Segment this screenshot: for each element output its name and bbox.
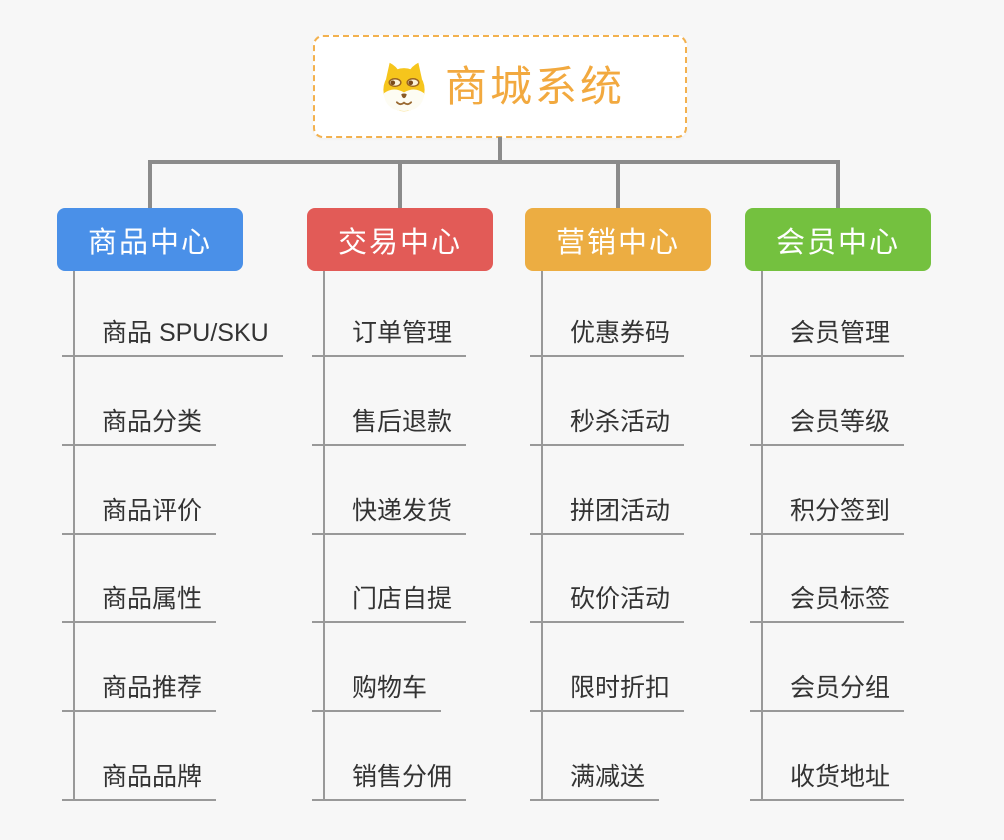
leaf-label: 销售分佣 — [352, 763, 453, 791]
connector-drop-line — [398, 160, 402, 208]
leaf-node[interactable]: 会员等级 — [750, 400, 905, 446]
leaf-label: 商品 SPU/SKU — [102, 319, 269, 347]
leaf-label: 会员标签 — [790, 585, 891, 614]
leaf-node[interactable]: 秒杀活动 — [530, 400, 685, 446]
branch-label: 交易中心 — [337, 226, 462, 259]
branch: 商品中心 商品 SPU/SKU 商品分类 商品评价 商品属性 商品推荐 商品品牌 — [57, 160, 283, 818]
branch-node[interactable]: 商品中心 — [57, 208, 243, 271]
leaf-label: 会员管理 — [790, 319, 891, 347]
leaf-label: 售后退款 — [352, 407, 453, 436]
connector-bus-line — [150, 160, 839, 164]
branch-node[interactable]: 交易中心 — [307, 208, 493, 271]
connector-drop-line — [836, 160, 840, 208]
leaf-node[interactable]: 商品品牌 — [62, 755, 217, 801]
connector-trunk-line — [323, 271, 325, 801]
leaf-label: 订单管理 — [352, 319, 453, 347]
leaf-label: 满减送 — [570, 763, 646, 791]
leaf-label: 商品品牌 — [102, 763, 203, 791]
leaf-label: 购物车 — [352, 674, 428, 703]
leaf-label: 快递发货 — [352, 496, 453, 525]
leaf-label: 收货地址 — [790, 763, 891, 791]
leaf-node[interactable]: 会员管理 — [750, 311, 905, 357]
branch-label: 营销中心 — [555, 226, 680, 259]
branch-node[interactable]: 会员中心 — [745, 208, 931, 271]
leaf-node[interactable]: 砍价活动 — [530, 577, 685, 624]
leaf-node[interactable]: 快递发货 — [312, 489, 467, 535]
leaf-node[interactable]: 会员分组 — [750, 666, 905, 713]
leaf-label: 秒杀活动 — [570, 407, 671, 436]
branch: 交易中心 订单管理 售后退款 快递发货 门店自提 购物车 销售分佣 — [307, 160, 493, 818]
connector-drop-line — [616, 160, 620, 208]
leaf-label: 积分签到 — [790, 496, 891, 525]
leaf-node[interactable]: 购物车 — [312, 666, 442, 713]
leaf-node[interactable]: 销售分佣 — [312, 755, 467, 801]
leaf-node[interactable]: 订单管理 — [312, 311, 467, 357]
connector-stub-line — [498, 137, 502, 162]
leaf-label: 拼团活动 — [570, 496, 671, 525]
leaf-node[interactable]: 商品评价 — [62, 489, 217, 535]
leaf-node[interactable]: 会员标签 — [750, 577, 905, 624]
root-title: 商城系统 — [444, 62, 625, 110]
dog-face-icon — [383, 62, 425, 111]
leaf-node[interactable]: 拼团活动 — [530, 489, 685, 535]
leaf-node[interactable]: 售后退款 — [312, 400, 467, 446]
leaf-node[interactable]: 满减送 — [530, 755, 660, 801]
branch-label: 商品中心 — [87, 226, 212, 259]
branch: 会员中心 会员管理 会员等级 积分签到 会员标签 会员分组 收货地址 — [745, 160, 931, 818]
leaf-label: 优惠券码 — [570, 319, 671, 347]
branch-node[interactable]: 营销中心 — [525, 208, 711, 271]
leaf-node[interactable]: 门店自提 — [312, 577, 467, 624]
leaf-label: 限时折扣 — [570, 674, 671, 703]
leaf-node[interactable]: 收货地址 — [750, 755, 905, 801]
connector-trunk-line — [541, 271, 543, 801]
connector-trunk-line — [761, 271, 763, 801]
leaf-label: 门店自提 — [352, 585, 453, 614]
leaf-node[interactable]: 商品 SPU/SKU — [62, 311, 283, 357]
leaf-label: 砍价活动 — [570, 585, 671, 614]
leaf-label: 商品分类 — [102, 407, 203, 436]
leaf-node[interactable]: 优惠券码 — [530, 311, 685, 357]
leaf-node[interactable]: 商品属性 — [62, 577, 217, 624]
connector-drop-line — [148, 160, 152, 208]
leaf-node[interactable]: 商品推荐 — [62, 666, 217, 713]
branch-label: 会员中心 — [775, 226, 900, 259]
leaf-label: 商品推荐 — [102, 674, 203, 703]
leaf-label: 商品评价 — [102, 496, 203, 525]
connector-trunk-line — [73, 271, 75, 801]
root-node[interactable]: 商城系统 — [313, 35, 687, 138]
leaf-node[interactable]: 积分签到 — [750, 489, 905, 535]
leaf-node[interactable]: 限时折扣 — [530, 666, 685, 713]
leaf-node[interactable]: 商品分类 — [62, 400, 217, 446]
leaf-label: 会员分组 — [790, 674, 891, 703]
branch: 营销中心 优惠券码 秒杀活动 拼团活动 砍价活动 限时折扣 满减送 — [525, 160, 711, 818]
leaf-label: 商品属性 — [102, 585, 203, 614]
leaf-label: 会员等级 — [790, 407, 891, 436]
